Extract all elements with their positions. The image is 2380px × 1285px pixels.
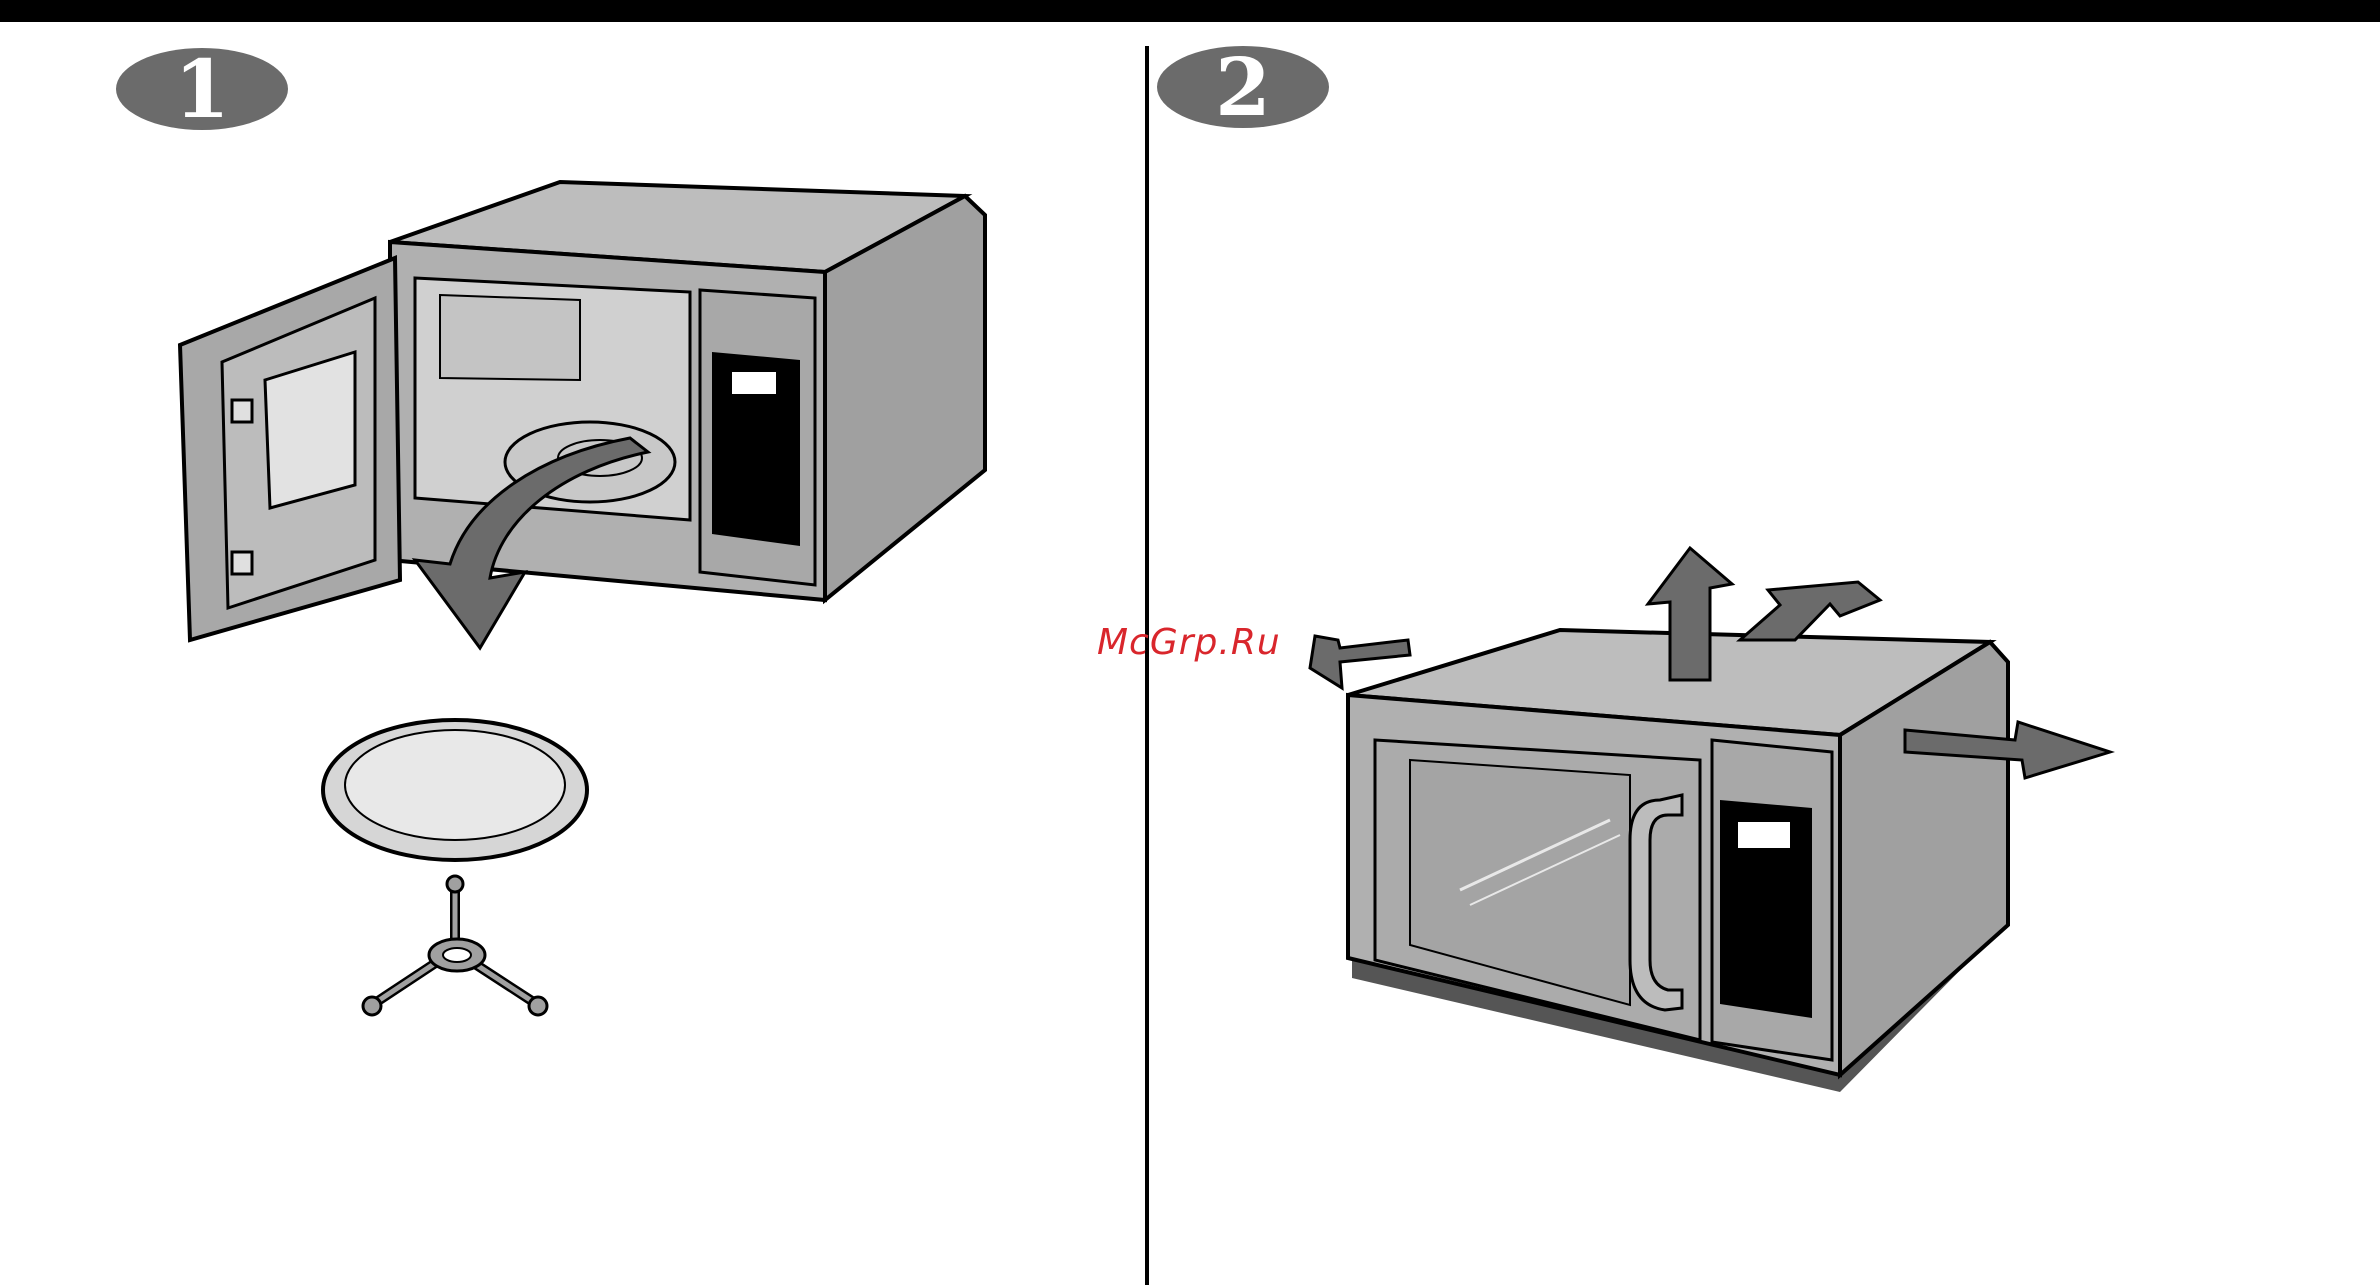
closed-microwave-illustration: [1348, 630, 2008, 1092]
watermark: McGrp.Ru: [1097, 622, 1281, 663]
